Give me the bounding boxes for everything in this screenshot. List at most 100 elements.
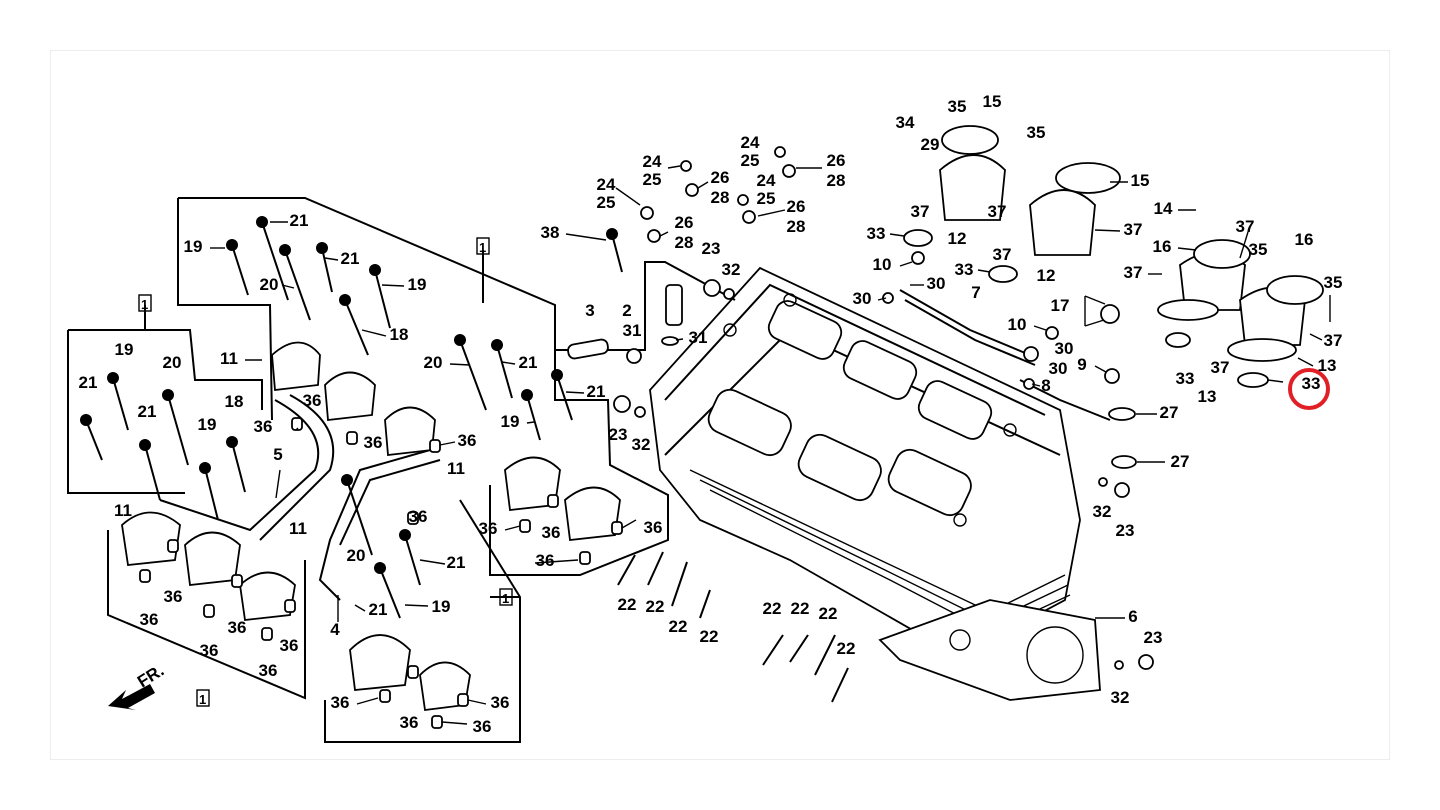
part-label-12: 12 [1037, 266, 1056, 285]
part-label-22: 22 [819, 604, 838, 623]
part-label-28: 28 [711, 188, 730, 207]
part-label-36: 36 [140, 610, 159, 629]
part-label-37: 37 [1324, 331, 1343, 350]
part-label-38: 38 [541, 223, 560, 242]
part-label-28: 28 [787, 217, 806, 236]
part-label-36: 36 [200, 641, 219, 660]
group-marker-labels: 1 1 1 1 [141, 240, 509, 707]
part-label-36: 36 [409, 507, 428, 526]
part-label-16: 16 [1295, 230, 1314, 249]
part-label-12: 12 [948, 229, 967, 248]
part-label-16: 16 [1153, 237, 1172, 256]
part-label-23: 23 [702, 239, 721, 258]
part-label-21: 21 [447, 553, 466, 572]
part-label-36: 36 [644, 518, 663, 537]
part-label-20: 20 [260, 275, 279, 294]
part-label-9: 9 [1077, 355, 1086, 374]
part-label-28: 28 [675, 233, 694, 252]
small-parts [567, 146, 1154, 670]
part-label-31: 31 [623, 321, 642, 340]
part-label-37: 37 [1124, 263, 1143, 282]
part-label-33: 33 [867, 224, 886, 243]
part-label-36: 36 [228, 618, 247, 637]
part-label-30: 30 [1055, 339, 1074, 358]
part-label-21: 21 [369, 600, 388, 619]
part-label-36: 36 [491, 693, 510, 712]
part-label-33: 33 [1176, 369, 1195, 388]
front-direction-label: FR. [134, 661, 167, 692]
part-label-22: 22 [700, 627, 719, 646]
part-label-37: 37 [911, 202, 930, 221]
part-label-32: 32 [632, 435, 651, 454]
part-label-22: 22 [837, 639, 856, 658]
part-label-21: 21 [79, 373, 98, 392]
diagram-frame [50, 50, 1390, 760]
part-label-15: 15 [1131, 171, 1150, 190]
part-label-33: 33 [1302, 374, 1321, 393]
highlight-circle [1288, 368, 1330, 410]
part-label-21: 21 [290, 211, 309, 230]
part-label-36: 36 [331, 693, 350, 712]
part-label-36: 36 [458, 431, 477, 450]
part-label-37: 37 [1124, 220, 1143, 239]
bolts [80, 216, 623, 619]
part-label-11: 11 [220, 349, 238, 368]
part-label-2: 2 [622, 301, 631, 320]
part-label-21: 21 [341, 249, 360, 268]
part-label-30: 30 [927, 274, 946, 293]
part-label-37: 37 [1211, 358, 1230, 377]
group-marker-label: 1 [199, 692, 206, 707]
part-label-19: 19 [198, 415, 217, 434]
part-label-11: 11 [447, 459, 465, 478]
part-label-22: 22 [669, 617, 688, 636]
part-label-18: 18 [390, 325, 409, 344]
part-label-36: 36 [400, 713, 419, 732]
intake-insulators [903, 125, 1324, 388]
part-label-25: 25 [597, 193, 616, 212]
part-label-37: 37 [988, 202, 1007, 221]
part-label-24: 24 [741, 133, 760, 152]
group-markers [138, 237, 513, 707]
part-label-24: 24 [643, 152, 662, 171]
part-label-21: 21 [519, 353, 538, 372]
part-label-23: 23 [609, 425, 628, 444]
part-label-22: 22 [763, 599, 782, 618]
part-label-36: 36 [536, 551, 555, 570]
head-gasket [878, 599, 1125, 701]
part-label-26: 26 [787, 197, 806, 216]
part-label-31: 31 [689, 328, 708, 347]
part-label-10: 10 [1008, 315, 1027, 334]
oil-pipes [159, 289, 1111, 601]
cam-holders [121, 341, 621, 712]
part-label-4: 4 [330, 620, 340, 639]
part-label-7: 7 [971, 283, 980, 302]
part-label-19: 19 [432, 597, 451, 616]
part-label-21: 21 [587, 382, 606, 401]
group-boxes [67, 197, 736, 743]
part-label-37: 37 [1236, 217, 1255, 236]
part-label-35: 35 [1027, 123, 1046, 142]
part-label-36: 36 [473, 717, 492, 736]
part-label-30: 30 [1049, 359, 1068, 378]
part-label-19: 19 [501, 412, 520, 431]
part-label-19: 19 [184, 237, 203, 256]
part-label-25: 25 [643, 170, 662, 189]
part-label-22: 22 [791, 599, 810, 618]
part-label-34: 34 [896, 113, 915, 132]
part-label-26: 26 [711, 168, 730, 187]
part-label-11: 11 [114, 501, 132, 520]
part-label-23: 23 [1144, 628, 1163, 647]
part-label-33: 33 [955, 260, 974, 279]
part-label-14: 14 [1154, 199, 1173, 218]
part-label-35: 35 [948, 97, 967, 116]
dowel-pins [139, 417, 623, 729]
part-label-20: 20 [163, 353, 182, 372]
part-label-23: 23 [1116, 521, 1135, 540]
part-label-36: 36 [303, 391, 322, 410]
part-label-26: 26 [827, 151, 846, 170]
part-label-25: 25 [757, 189, 776, 208]
part-label-32: 32 [1093, 502, 1112, 521]
cylinder-head [649, 266, 1081, 641]
